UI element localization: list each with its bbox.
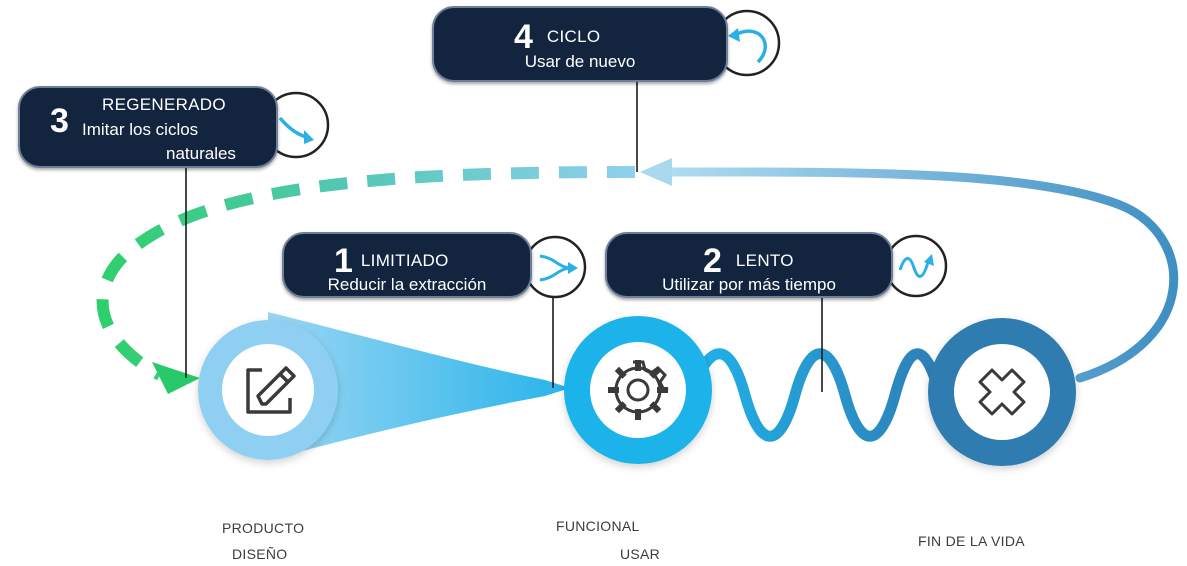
callout-limit: 1 LIMITIADO Reducir la extracción [282,232,532,298]
use-node [564,316,712,464]
step-title-regenerate: REGENERADO [102,95,226,114]
label-use-line1: FUNCIONAL [556,518,640,534]
callout-cycle: 4 CICLO Usar de nuevo [432,6,728,82]
callout-slow: 2 LENTO Utilizar por más tiempo [605,232,893,298]
label-use-line2: USAR [620,546,661,562]
pencil-square-icon [246,366,296,414]
extraction-funnel [268,312,570,460]
step-subtitle-regenerate-line1: Imitar los ciclos [82,120,199,139]
step-subtitle-limit: Reducir la extracción [327,275,487,294]
gear-icon [608,360,669,420]
design-node [198,320,338,460]
step-title-cycle: CICLO [546,27,601,46]
cycle-arrow-icon [734,29,767,64]
step-title-slow: LENTO [735,251,794,270]
regenerate-dashed-arc [96,166,636,381]
slow-use-wave [684,348,946,442]
step-subtitle-slow: Utilizar por más tiempo [662,275,836,294]
badge-limit [523,235,587,299]
badge-slow [884,234,948,298]
return-loop-arrow [663,167,1179,383]
label-end: FIN DE LA VIDA [918,533,1025,549]
wave-arrow-icon [898,257,930,278]
close-x-icon [978,368,1026,416]
step-number-3: 3 [50,102,69,140]
step-subtitle-regenerate-line2: naturales [166,144,236,163]
step-number-1: 1 [334,242,353,280]
label-design-line2: DISEÑO [232,546,288,562]
callout-regenerate: 3 REGENERADO Imitar los ciclos naturales [18,86,278,168]
step-title-limit: LIMITIADO [360,251,449,270]
step-subtitle-cycle: Usar de nuevo [524,52,636,71]
label-design-line1: PRODUCTO [222,520,305,536]
step-number-4: 4 [514,18,533,56]
return-arrowhead [640,158,672,186]
end-node [928,318,1076,466]
green-arrowhead [152,362,200,394]
step-number-2: 2 [703,242,722,280]
